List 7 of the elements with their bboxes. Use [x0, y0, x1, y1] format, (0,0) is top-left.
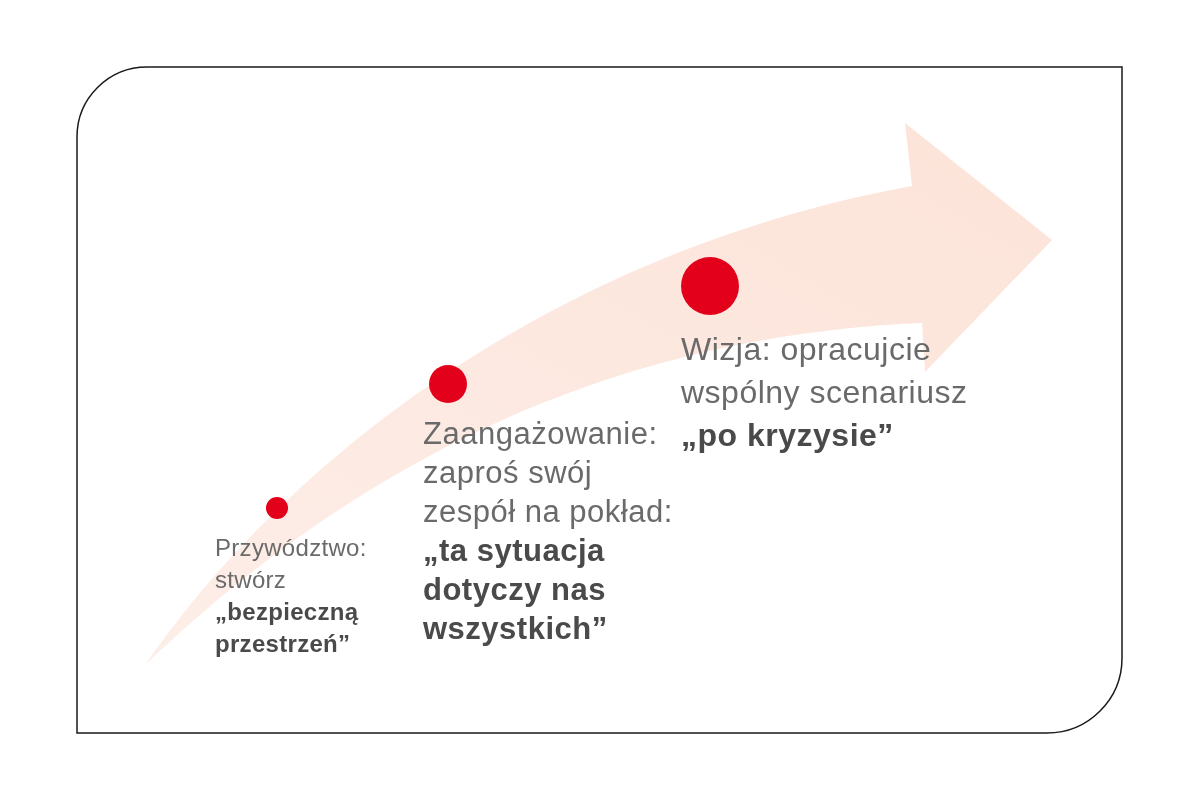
description-text: Zaangażowanie: zaproś swój zespół na pokład:: [423, 415, 674, 531]
description-text: Przywództwo: stwórz: [215, 533, 368, 595]
dot-icon: [266, 497, 288, 519]
quote-text: „po kryzysie”: [681, 416, 895, 455]
description-text: Wizja: opracujcie wspólny scenariusz: [681, 330, 969, 412]
quote-text: „ta sytuacja dotyczy nas wszystkich”: [423, 532, 609, 648]
quote-text: „bezpieczną przestrzeń”: [215, 597, 360, 659]
